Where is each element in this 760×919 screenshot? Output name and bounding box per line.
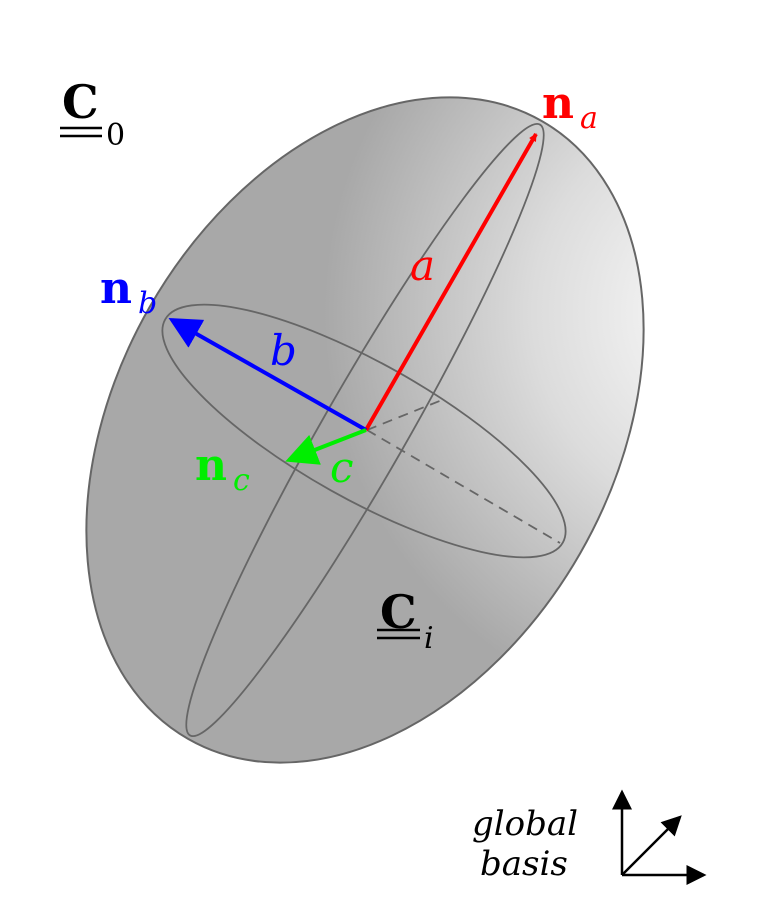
global-basis: global basis	[472, 789, 707, 885]
svg-text:C: C	[62, 75, 99, 129]
svg-text:c: c	[233, 463, 250, 498]
axis-c-arrow	[285, 428, 367, 465]
label-a: a	[410, 241, 435, 290]
hidden-axis-dash-1	[366, 399, 443, 431]
svg-text:i: i	[424, 621, 434, 656]
svg-text:n: n	[195, 440, 227, 491]
svg-text:basis: basis	[480, 844, 568, 884]
label-nb: n b	[100, 263, 157, 321]
svg-text:n: n	[100, 263, 132, 314]
svg-text:b: b	[138, 286, 157, 321]
label-nc: n c	[195, 440, 250, 498]
svg-text:a: a	[580, 101, 598, 136]
label-na: n a	[542, 78, 598, 136]
label-b: b	[270, 326, 297, 375]
axis-b-arrow	[168, 318, 367, 432]
label-c: c	[330, 443, 354, 492]
basis-arrow-diag	[621, 815, 682, 876]
svg-text:n: n	[542, 78, 574, 129]
axis-a-arrow	[364, 133, 538, 431]
label-Ci: C i	[377, 585, 434, 656]
label-C0: C 0	[60, 75, 125, 153]
svg-text:0: 0	[106, 118, 125, 153]
svg-text:global: global	[472, 804, 578, 844]
hidden-axis-dash-2	[366, 429, 561, 544]
